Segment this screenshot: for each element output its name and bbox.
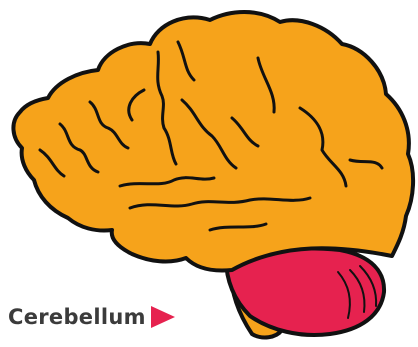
cerebellum-label: Cerebellum [8, 305, 146, 329]
right-triangle-pointer-icon [151, 306, 175, 328]
cerebellum-label-row: Cerebellum [8, 299, 175, 335]
cerebrum [13, 12, 413, 271]
